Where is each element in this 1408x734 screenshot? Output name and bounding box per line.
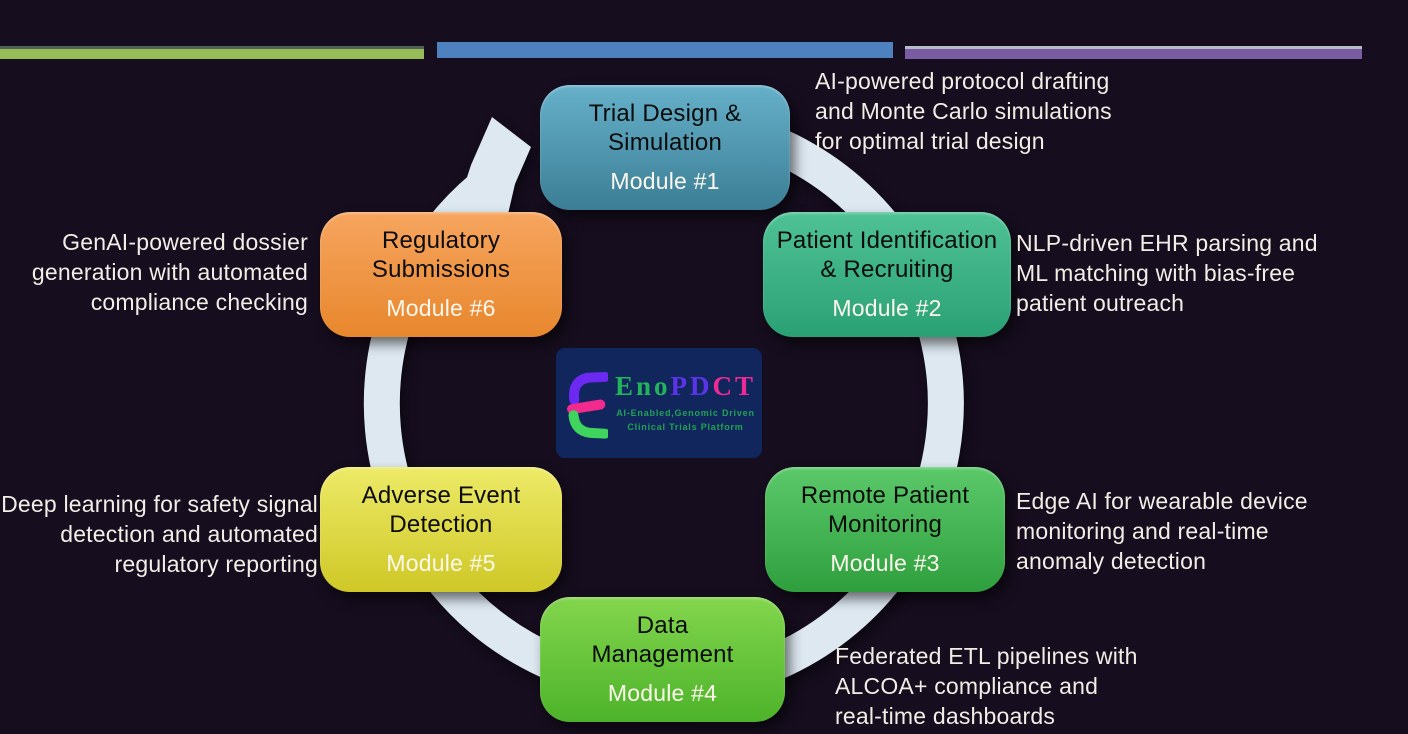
module-1-label: Module #1: [610, 168, 720, 195]
module-3-label: Module #3: [830, 550, 940, 577]
logo-e-bottom-stroke: [568, 410, 608, 439]
top-bar-blue: [437, 42, 893, 58]
logo-tagline-line1: AI-Enabled,Genomic Driven: [616, 408, 755, 418]
logo-text-block: EnoPDCT AI-Enabled,Genomic Driven Clinic…: [615, 373, 756, 433]
module-6-title: Regulatory Submissions: [371, 226, 511, 283]
module-box-2: Patient Identification & Recruiting Modu…: [763, 212, 1011, 337]
logo-e-middle-stroke: [566, 399, 606, 415]
module-1-description: AI-powered protocol drafting and Monte C…: [815, 68, 1112, 154]
module-6-label: Module #6: [386, 295, 496, 322]
logo-tagline-line2: Clinical Trials Platform: [627, 422, 744, 432]
top-bar-green: [0, 46, 424, 59]
logo-e-mark: [566, 371, 608, 439]
module-4-title: Data Management: [591, 611, 734, 668]
module-1-title: Trial Design & Simulation: [588, 99, 742, 156]
module-2-description: NLP-driven EHR parsing and ML matching w…: [1016, 230, 1318, 316]
module-5-label: Module #5: [386, 550, 496, 577]
cycle-arrow-head: [458, 117, 531, 227]
module-6-description: GenAI-powered dossier generation with au…: [31, 229, 308, 315]
module-box-1: Trial Design & Simulation Module #1: [540, 85, 790, 210]
logo-e-top-stroke: [568, 371, 608, 405]
module-box-5: Adverse Event Detection Module #5: [320, 467, 562, 592]
module-4-description: Federated ETL pipelines with ALCOA+ comp…: [835, 643, 1138, 729]
module-2-label: Module #2: [832, 295, 942, 322]
logo-brand-text: EnoPDCT: [614, 371, 757, 401]
module-5-title: Adverse Event Detection: [361, 481, 521, 538]
module-3-title: Remote Patient Monitoring: [800, 481, 970, 538]
logo-panel: EnoPDCT AI-Enabled,Genomic Driven Clinic…: [556, 348, 762, 458]
module-box-6: Regulatory Submissions Module #6: [320, 212, 562, 337]
module-box-3: Remote Patient Monitoring Module #3: [765, 467, 1005, 592]
module-5-description: Deep learning for safety signal detectio…: [1, 491, 318, 577]
module-3-description: Edge AI for wearable device monitoring a…: [1016, 488, 1308, 574]
module-2-title: Patient Identification & Recruiting: [776, 226, 998, 283]
module-4-label: Module #4: [607, 680, 718, 707]
top-bar-purple: [905, 46, 1362, 59]
module-box-4: Data Management Module #4: [540, 597, 785, 722]
